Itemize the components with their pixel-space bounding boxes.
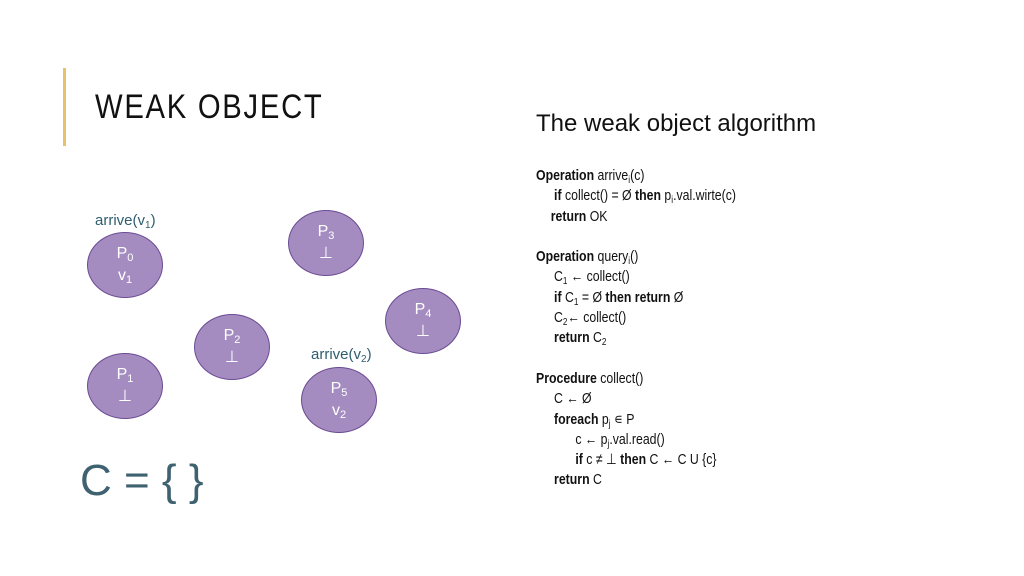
code-line: C2← collect() (554, 309, 627, 329)
code-line: return OK (550, 207, 608, 225)
process-node-p1: P1 ⊥ (87, 353, 163, 419)
slide-title: WEAK OBJECT (95, 88, 324, 126)
code-line: Operation arrivei(c) (536, 167, 645, 186)
code-line: return C (554, 471, 602, 489)
arrive-label-v1: arrive(v1) (95, 212, 156, 231)
code-line: if C1 = Ø then return Ø (554, 288, 684, 308)
title-accent-bar (63, 68, 66, 146)
arrive-label-v2: arrive(v2) (311, 346, 372, 365)
algorithm-title: The weak object algorithm (536, 110, 817, 137)
process-node-p3: P3 ⊥ (288, 210, 364, 276)
code-line: Procedure collect() (536, 369, 644, 387)
code-line: c ← pj.val.read() (575, 430, 665, 450)
code-line: return C2 (554, 329, 607, 349)
collected-set-label: C = { } (80, 456, 204, 505)
process-node-p5: P5 v2 (301, 367, 377, 433)
code-line: C1 ← collect() (554, 268, 630, 288)
code-line: C ← Ø (554, 390, 592, 408)
process-node-p4: P4 ⊥ (385, 288, 461, 354)
code-line: if c ≠ ⊥ then C ← C U {c} (575, 451, 717, 469)
code-line: Operation queryi() (536, 248, 639, 268)
code-line: foreach pj ∊ P (554, 410, 635, 430)
process-node-p2: P2 ⊥ (194, 314, 270, 380)
code-line: if collect() = Ø then pi.val.wirte(c) (554, 187, 736, 207)
algorithm-code: Operation arrivei(c) if collect() = Ø th… (536, 166, 736, 491)
process-node-p0: P0 v1 (87, 232, 163, 298)
